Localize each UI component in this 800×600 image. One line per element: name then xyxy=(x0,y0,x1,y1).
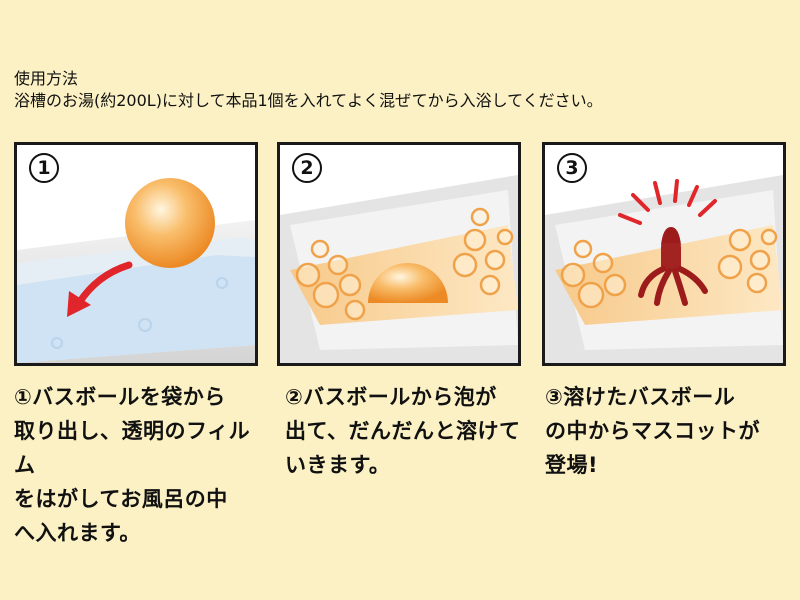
caption-line: 出て、だんだんと溶けて xyxy=(285,419,521,443)
caption-line: 取り出し、透明のフィルム xyxy=(14,419,251,477)
step-1-panel: 1 xyxy=(14,142,258,366)
bubble-icon xyxy=(560,228,778,309)
caption-line: いきます。 xyxy=(285,453,391,477)
step-3-panel: 3 xyxy=(542,142,786,366)
burst-lines-icon xyxy=(618,179,717,225)
bath-ball-icon xyxy=(368,263,448,303)
step-3-illustration xyxy=(545,175,783,363)
arrow-head-icon xyxy=(67,291,91,317)
caption-line: ②バスボールから泡が xyxy=(285,385,497,409)
bubble-icon xyxy=(51,277,228,349)
step-3-caption: ③溶けたバスボール の中からマスコットが 登場! xyxy=(545,380,795,482)
bath-ball-icon xyxy=(125,178,215,268)
instructions-header: 使用方法 浴槽のお湯(約200L)に対して本品1個を入れてよく混ぜてから入浴して… xyxy=(14,68,603,112)
caption-line: 登場! xyxy=(545,453,599,477)
step-1-caption: ①バスボールを袋から 取り出し、透明のフィルム をはがしてお風呂の中 へ入れます… xyxy=(14,380,264,550)
caption-line: ①バスボールを袋から xyxy=(14,385,226,409)
instructions-text: 浴槽のお湯(約200L)に対して本品1個を入れてよく混ぜてから入浴してください。 xyxy=(14,91,603,110)
step-number: 3 xyxy=(557,153,587,183)
instructions-title: 使用方法 xyxy=(14,69,79,88)
step-number: 2 xyxy=(292,153,322,183)
step-2-illustration xyxy=(280,175,518,363)
step-2-caption: ②バスボールから泡が 出て、だんだんと溶けて いきます。 xyxy=(285,380,535,482)
caption-line: の中からマスコットが xyxy=(545,419,760,443)
step-1-illustration xyxy=(17,178,255,363)
bath-water xyxy=(17,255,255,363)
octopus-mascot-icon xyxy=(638,227,708,306)
bubble-icon xyxy=(295,207,514,321)
caption-line: ③溶けたバスボール xyxy=(545,385,736,409)
step-2-panel: 2 xyxy=(277,142,521,366)
caption-line: へ入れます。 xyxy=(14,521,141,545)
step-number: 1 xyxy=(29,153,59,183)
caption-line: をはがしてお風呂の中 xyxy=(14,487,228,511)
down-left-arrow-icon xyxy=(75,261,133,307)
